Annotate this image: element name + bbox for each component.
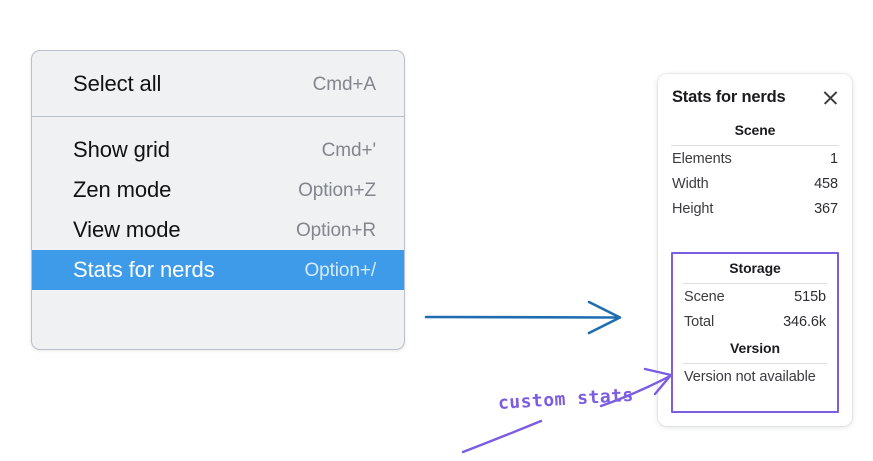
- menu-bottom-padding: [32, 290, 404, 310]
- stat-row-total-storage: Total 346.6k: [681, 309, 829, 334]
- menu-item-shortcut: Cmd+': [321, 139, 376, 161]
- stat-row-elements: Elements 1: [669, 146, 841, 171]
- menu-item-label: Show grid: [73, 137, 170, 162]
- purple-underline-stroke: [461, 419, 543, 454]
- stat-row-scene-storage: Scene 515b: [681, 284, 829, 309]
- section-divider: [683, 283, 827, 284]
- custom-stats-callout-label: custom stats: [497, 384, 635, 414]
- stat-row-width: Width 458: [669, 171, 841, 196]
- menu-item-stats-for-nerds[interactable]: Stats for nerds Option+/: [32, 250, 404, 290]
- stat-value: 458: [814, 175, 838, 192]
- stats-panel-header: Stats for nerds: [669, 74, 841, 116]
- menu-item-view-mode[interactable]: View mode Option+R: [32, 210, 404, 250]
- stat-label: Height: [672, 200, 714, 217]
- stat-value: 1: [830, 150, 838, 167]
- section-heading-storage: Storage: [729, 260, 781, 276]
- stats-panel-title: Stats for nerds: [672, 87, 786, 106]
- menu-item-shortcut: Option+Z: [298, 179, 376, 201]
- menu-item-label: View mode: [73, 217, 181, 242]
- menu-group-2: Show grid Cmd+' Zen mode Option+Z View m…: [32, 117, 404, 310]
- menu-item-shortcut: Option+/: [304, 259, 376, 281]
- blue-arrow-annotation: [424, 300, 622, 335]
- stat-label: Scene: [684, 288, 725, 305]
- stat-label: Width: [672, 175, 709, 192]
- custom-stats-content: Storage Scene 515b Total 346.6k Version …: [673, 254, 837, 389]
- menu-item-shortcut: Option+R: [296, 219, 376, 241]
- menu-separator: [32, 116, 404, 117]
- menu-item-select-all[interactable]: Select all Cmd+A: [32, 64, 404, 104]
- close-icon[interactable]: [822, 89, 839, 106]
- stat-value: 367: [814, 200, 838, 217]
- stat-label: Version not available: [684, 368, 816, 385]
- context-menu[interactable]: Select all Cmd+A Show grid Cmd+' Zen mod…: [31, 50, 405, 350]
- menu-item-zen-mode[interactable]: Zen mode Option+Z: [32, 170, 404, 210]
- menu-item-shortcut: Cmd+A: [312, 73, 376, 95]
- stat-value: 515b: [794, 288, 826, 305]
- stat-row-version: Version not available: [681, 364, 829, 389]
- menu-item-label: Stats for nerds: [73, 257, 215, 282]
- stat-row-height: Height 367: [669, 196, 841, 221]
- menu-group-1: Select all Cmd+A: [32, 51, 404, 116]
- section-heading-version: Version: [730, 340, 780, 356]
- stat-label: Total: [684, 313, 715, 330]
- menu-item-show-grid[interactable]: Show grid Cmd+': [32, 130, 404, 170]
- stat-label: Elements: [672, 150, 732, 167]
- stats-for-nerds-panel[interactable]: Stats for nerds Scene Elements 1 Width 4…: [658, 74, 852, 426]
- stat-value: 346.6k: [783, 313, 826, 330]
- menu-item-label: Zen mode: [73, 177, 172, 202]
- menu-item-label: Select all: [73, 71, 162, 96]
- section-divider: [683, 363, 827, 364]
- section-divider: [671, 145, 839, 146]
- section-heading-scene: Scene: [734, 122, 776, 138]
